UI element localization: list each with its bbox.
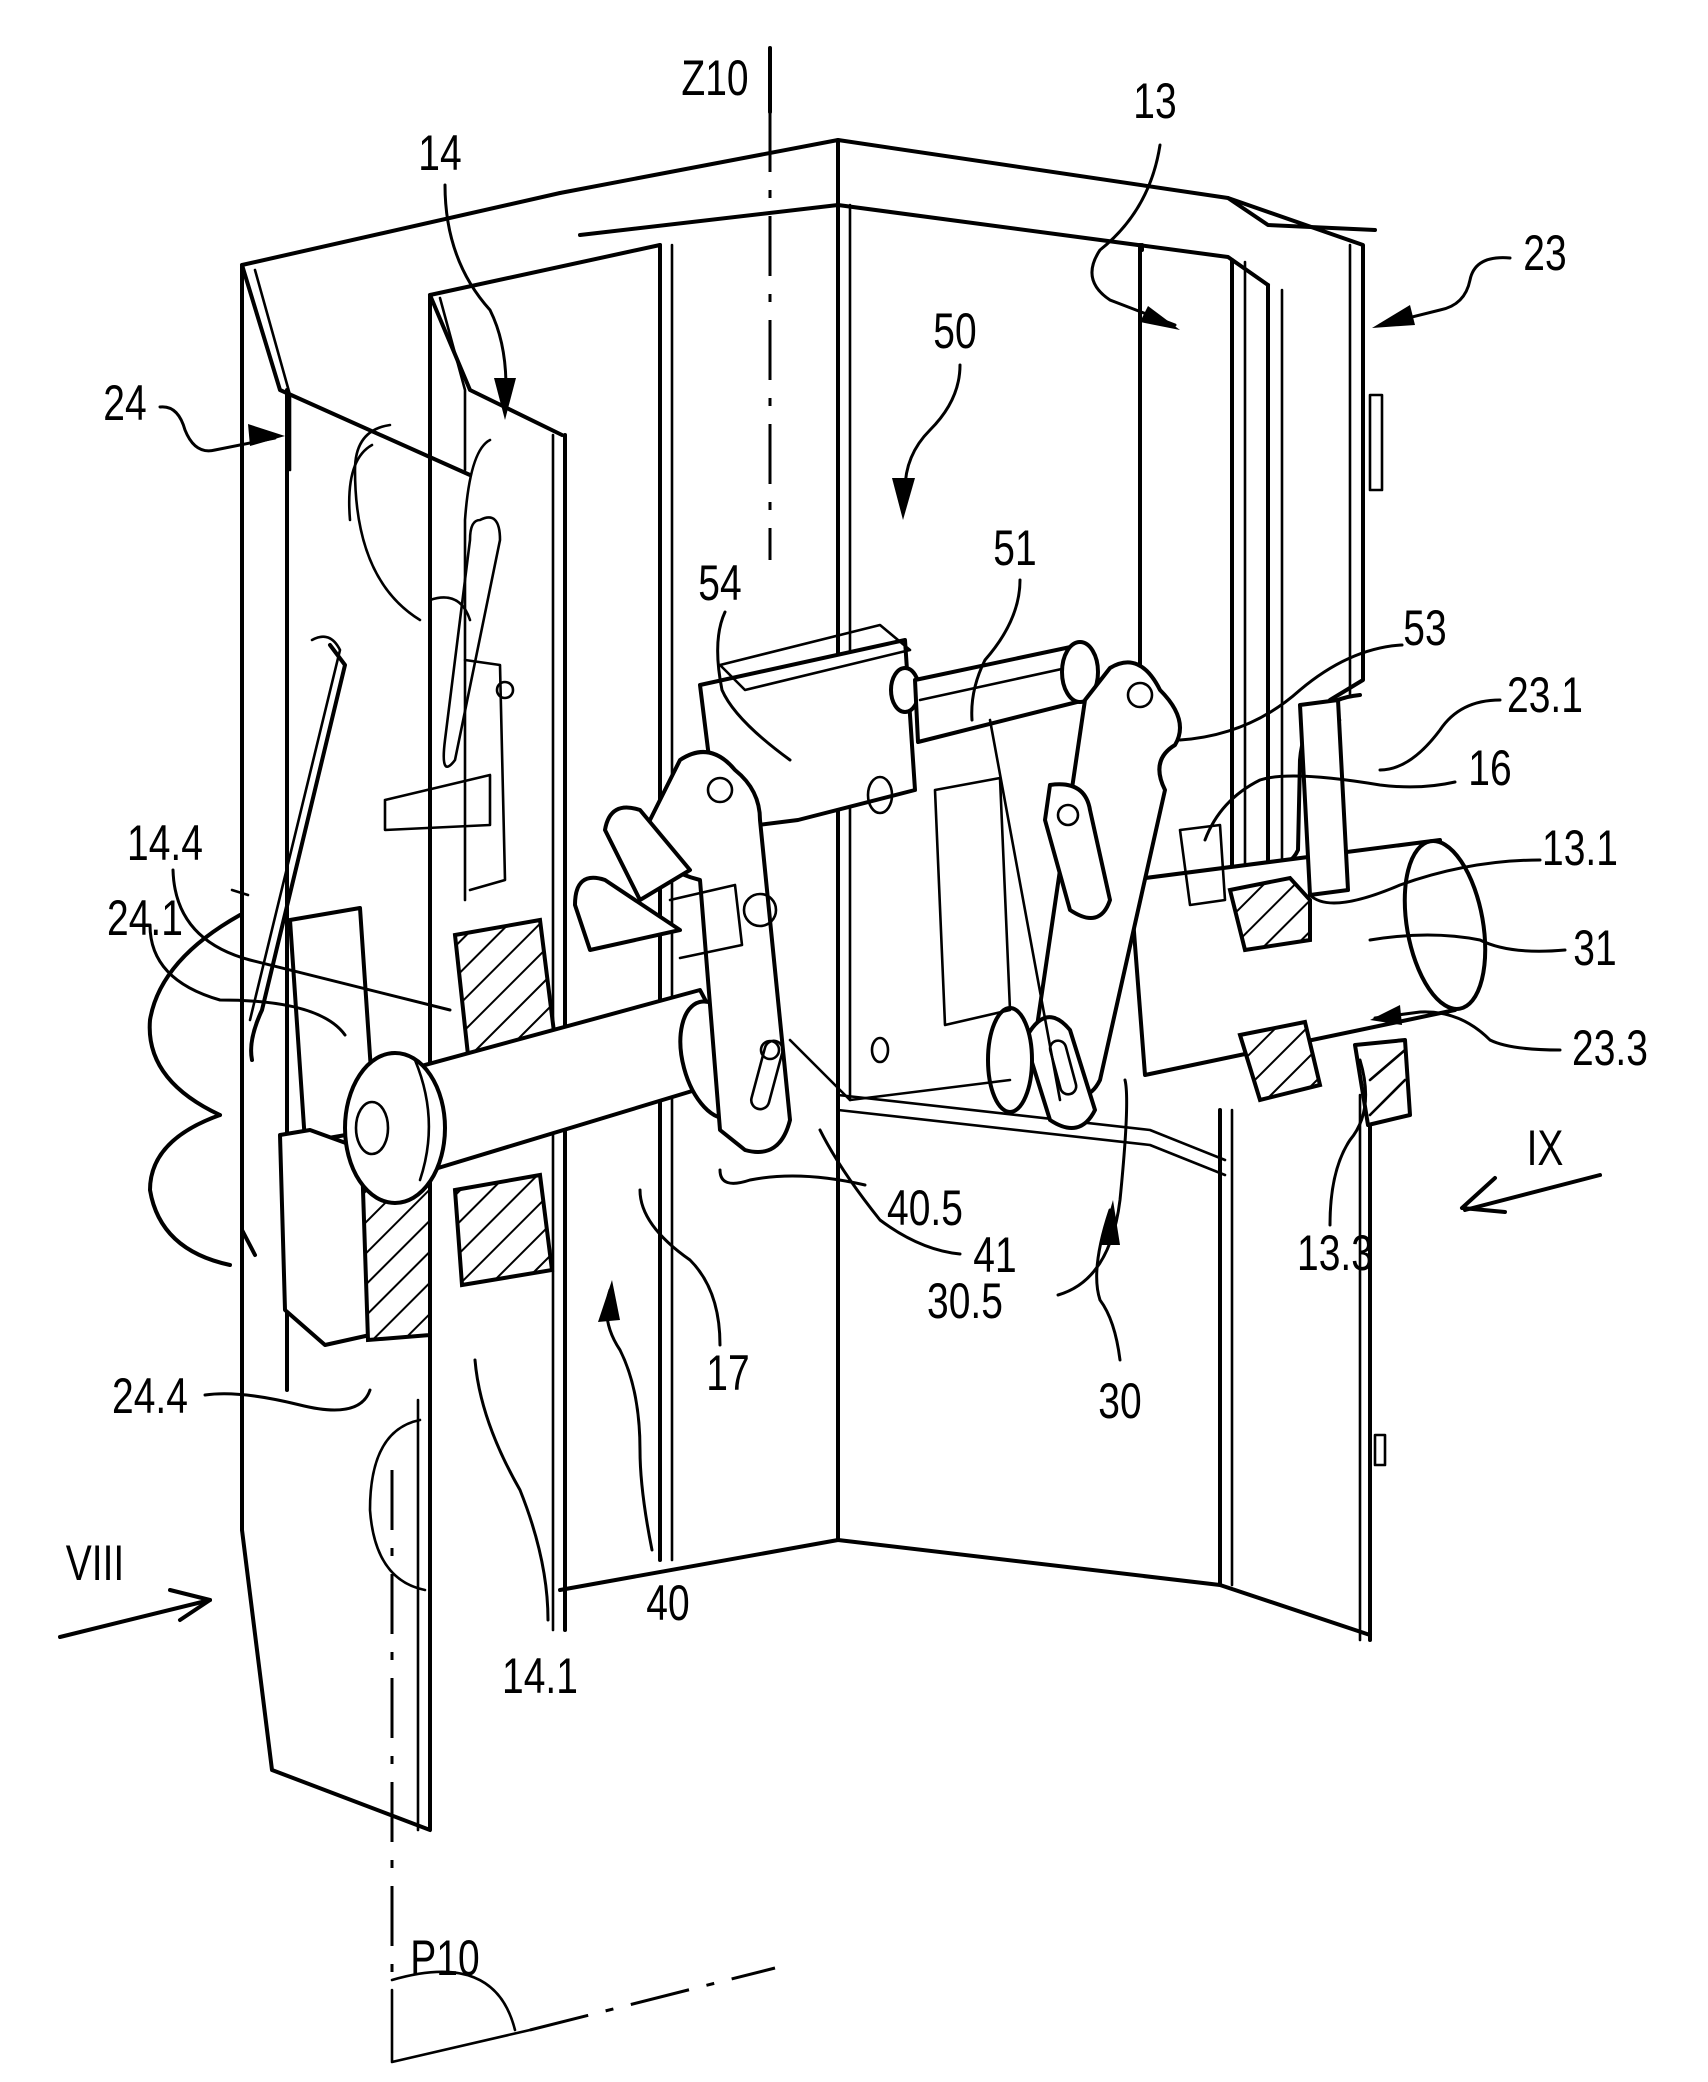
label-16: 16 — [1468, 739, 1511, 796]
label-40: 40 — [646, 1574, 689, 1631]
label-30-5: 30.5 — [927, 1272, 1003, 1329]
label-viii: VIII — [66, 1534, 125, 1591]
label-23-1: 23.1 — [1507, 666, 1583, 723]
label-23: 23 — [1523, 224, 1566, 281]
label-z10: Z10 — [681, 49, 748, 106]
block-14-4 — [452, 917, 558, 1288]
label-50: 50 — [933, 302, 976, 359]
label-54: 54 — [698, 554, 741, 611]
linkage-assembly — [573, 623, 1227, 1154]
label-13: 13 — [1133, 72, 1176, 129]
label-24: 24 — [103, 374, 146, 431]
label-40-5: 40.5 — [887, 1179, 963, 1236]
label-31: 31 — [1573, 919, 1616, 976]
label-ix: IX — [1527, 1119, 1564, 1176]
label-14: 14 — [418, 124, 461, 181]
label-53: 53 — [1403, 599, 1446, 656]
label-17: 17 — [706, 1344, 749, 1401]
arm-14 — [383, 243, 674, 1642]
label-24-4: 24.4 — [112, 1367, 188, 1424]
label-13-3: 13.3 — [1297, 1224, 1373, 1281]
reference-labels: Z10 13 14 23 24 50 51 54 53 23.1 16 14.4 24.1 13.1 31 2… — [66, 49, 1648, 1986]
label-24-1: 24.1 — [107, 889, 183, 946]
label-30: 30 — [1098, 1372, 1141, 1429]
label-51: 51 — [993, 519, 1036, 576]
leader-lines — [58, 143, 1602, 1639]
label-41: 41 — [973, 1226, 1016, 1283]
plane-p10-marker — [390, 1470, 776, 2064]
label-p10: P10 — [410, 1929, 479, 1986]
cam-plate-24 — [147, 635, 347, 1267]
arm-13 — [1140, 243, 1284, 912]
shaft-31 — [1128, 698, 1488, 1127]
label-13-1: 13.1 — [1542, 819, 1618, 876]
label-14-1: 14.1 — [502, 1647, 578, 1704]
label-23-3: 23.3 — [1572, 1019, 1648, 1076]
label-14-4: 14.4 — [127, 814, 203, 871]
